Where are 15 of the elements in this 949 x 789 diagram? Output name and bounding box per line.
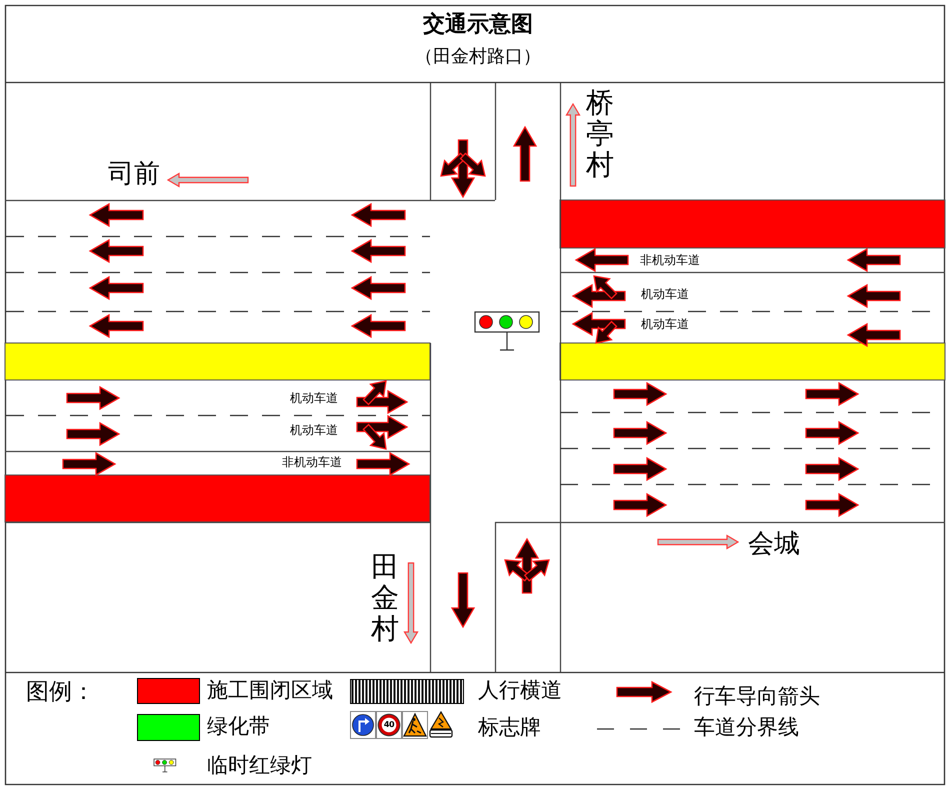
- place-name: 田金村: [371, 552, 399, 644]
- speed-limit-sign: 40: [376, 711, 402, 739]
- legend-heading: 图例：: [26, 679, 95, 706]
- legend-label: 车道分界线: [694, 715, 799, 740]
- legend-label: 施工围闭区域: [207, 678, 333, 702]
- subtitle: （田金村路口）: [415, 47, 541, 68]
- legend-label: 临时红绿灯: [207, 753, 312, 778]
- legend-label: 人行横道: [478, 678, 562, 702]
- legend-label: 标志牌: [478, 715, 541, 740]
- legend-label: 行车导向箭头: [694, 684, 820, 708]
- place-name: 会城: [748, 530, 800, 560]
- place-name: 桥亭村: [586, 88, 614, 180]
- diagram-title: 交通示意图: [423, 12, 533, 38]
- place-name: 司前: [108, 160, 160, 190]
- legend-label: 绿化带: [207, 714, 270, 738]
